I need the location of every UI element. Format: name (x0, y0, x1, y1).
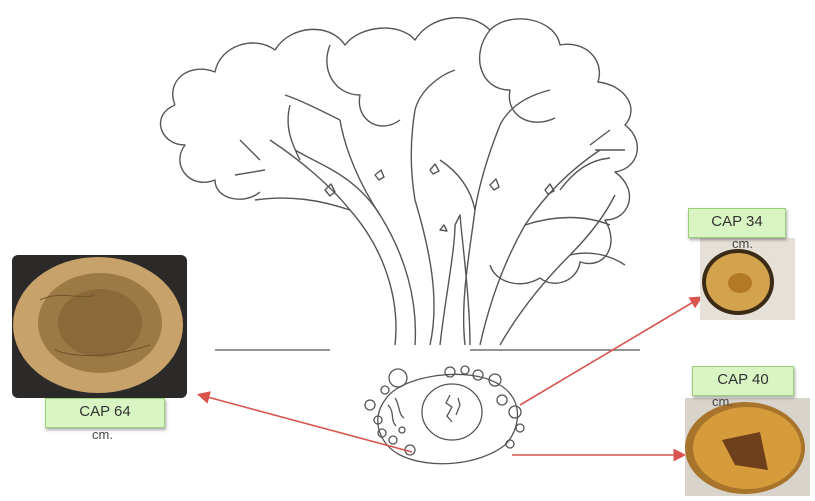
cap-34-text: CAP 34 (711, 213, 762, 230)
arrow-to-cap34 (520, 298, 700, 405)
cap-64-text: CAP 64 (79, 403, 130, 420)
cap-40-unit: cm. (712, 394, 733, 409)
cap-40-text: CAP 40 (717, 371, 768, 388)
wood-sample-photo-cap64 (12, 255, 187, 398)
cap-34-unit: cm. (732, 236, 753, 251)
tree-illustration-icon (161, 18, 640, 350)
cap-34-label: CAP 34 (688, 208, 786, 238)
cap-64-label: CAP 64 (45, 398, 165, 428)
root-cross-section-icon (365, 366, 524, 464)
wood-sample-photo-cap40 (685, 398, 810, 496)
cap-64-unit: cm. (92, 427, 113, 442)
cap-40-label: CAP 40 (692, 366, 794, 396)
